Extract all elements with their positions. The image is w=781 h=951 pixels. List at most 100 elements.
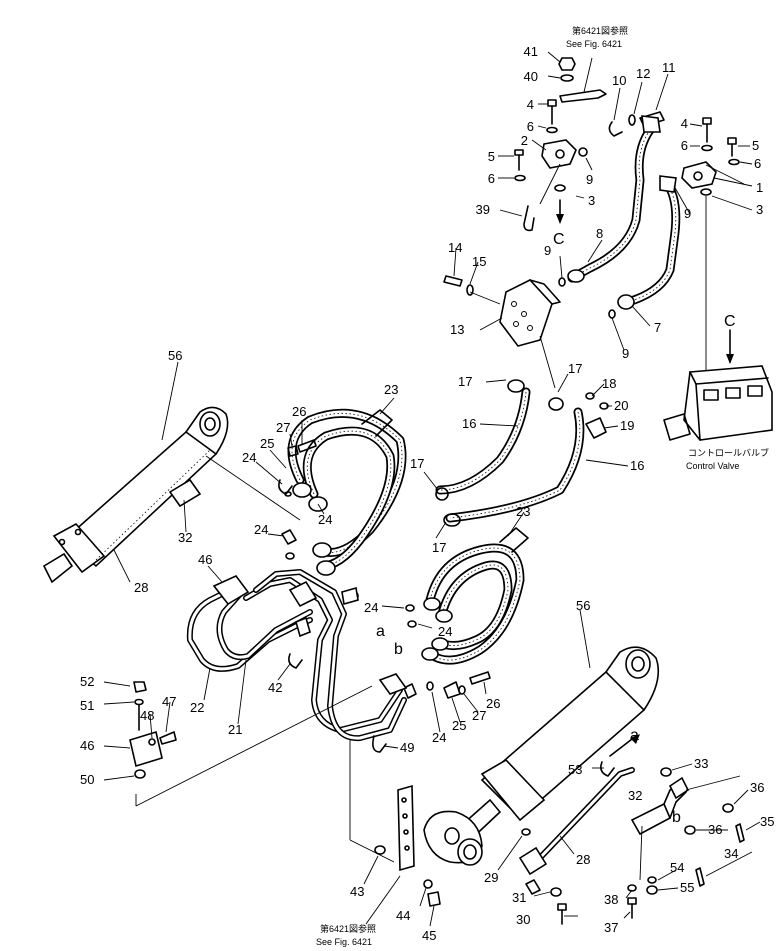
- callout-5b: 5: [752, 138, 759, 153]
- callout-49: 49: [400, 740, 414, 755]
- view-letter-b-left: b: [394, 641, 403, 658]
- callout-12: 12: [636, 66, 650, 81]
- callout-36b: 36: [708, 822, 722, 837]
- callout-leaders: [103, 51, 761, 927]
- callout-6c: 6: [681, 138, 688, 153]
- control-valve-label-jp: コントロールバルブ: [688, 447, 769, 458]
- callout-41: 41: [524, 44, 538, 59]
- callout-37: 37: [604, 920, 618, 935]
- fig-ref-bottom-jp: 第6421図参照: [320, 923, 376, 934]
- callout-24e: 24: [438, 624, 452, 639]
- callout-7: 7: [654, 320, 661, 335]
- callout-17: 17: [458, 374, 472, 389]
- callout-2: 2: [521, 133, 528, 148]
- view-letters: C C a b a b: [376, 231, 736, 826]
- callout-40: 40: [524, 69, 538, 84]
- callout-46b: 46: [80, 738, 94, 753]
- callout-6b: 6: [488, 171, 495, 186]
- callout-6: 6: [527, 119, 534, 134]
- fig-ref-leaders: [365, 57, 593, 925]
- callout-42: 42: [268, 680, 282, 695]
- callout-22: 22: [190, 700, 204, 715]
- callout-16: 16: [462, 416, 476, 431]
- callout-56: 56: [168, 348, 182, 363]
- callout-30: 30: [516, 912, 530, 927]
- callout-43: 43: [350, 884, 364, 899]
- callout-56b: 56: [576, 598, 590, 613]
- callout-9d: 9: [622, 346, 629, 361]
- callout-17b: 17: [568, 361, 582, 376]
- right-bracket-group: [627, 775, 745, 919]
- plate-43-group: [349, 740, 567, 925]
- hose-bundle-23-upper: [287, 408, 407, 576]
- right-flange-group: [681, 117, 745, 370]
- callout-46: 46: [198, 552, 212, 567]
- upper-fitting-group: [514, 57, 665, 232]
- callout-38: 38: [604, 892, 618, 907]
- callout-55: 55: [680, 880, 694, 895]
- callout-25: 25: [260, 436, 274, 451]
- callout-19: 19: [620, 418, 634, 433]
- view-letter-a-left: a: [376, 623, 385, 640]
- callout-26b: 26: [486, 696, 500, 711]
- callout-51: 51: [80, 698, 94, 713]
- callout-32: 32: [178, 530, 192, 545]
- view-letter-b-right: b: [672, 809, 681, 826]
- hose-bundle-23-lower: [421, 527, 529, 665]
- control-valve: [663, 329, 773, 441]
- callout-10: 10: [612, 73, 626, 88]
- fig-ref-top-jp: 第6421図参照: [572, 25, 628, 36]
- callout-17c: 17: [410, 456, 424, 471]
- cylinder-56-upper: [42, 406, 301, 584]
- manifold-block-13: [443, 275, 616, 389]
- hose-8: [567, 115, 661, 283]
- callout-9: 9: [586, 172, 593, 187]
- callout-35: 35: [760, 814, 774, 829]
- pipe-28-lower: [518, 761, 635, 876]
- callout-33: 33: [694, 756, 708, 771]
- callout-50: 50: [80, 772, 94, 787]
- callout-labels: 41 40 4 6 2 5 6 39 3 10 12 11 9 9 8 4 6 …: [80, 44, 774, 943]
- view-letter-a-right: a: [630, 727, 639, 744]
- callout-5: 5: [488, 149, 495, 164]
- callout-39: 39: [476, 202, 490, 217]
- callout-52: 52: [80, 674, 94, 689]
- callout-9c: 9: [684, 206, 691, 221]
- callout-34: 34: [724, 846, 738, 861]
- steel-pipes-21-22: [186, 569, 408, 753]
- view-letter-c-upper: C: [553, 231, 565, 248]
- callout-26: 26: [292, 404, 306, 419]
- callout-28b: 28: [576, 852, 590, 867]
- callout-24b: 24: [318, 512, 332, 527]
- callout-23b: 23: [516, 504, 530, 519]
- callout-13: 13: [450, 322, 464, 337]
- control-valve-label-en: Control Valve: [686, 461, 739, 471]
- view-letter-c-valve: C: [724, 313, 736, 330]
- callout-48: 48: [140, 708, 154, 723]
- callout-1: 1: [756, 180, 763, 195]
- callout-29: 29: [484, 870, 498, 885]
- callout-54: 54: [670, 860, 684, 875]
- callout-8: 8: [596, 226, 603, 241]
- callout-24f: 24: [432, 730, 446, 745]
- hoses-16: [435, 379, 609, 527]
- callout-24c: 24: [254, 522, 268, 537]
- figure-notes: 第6421図参照 See Fig. 6421 第6421図参照 See Fig.…: [316, 25, 769, 947]
- callout-4: 4: [527, 97, 534, 112]
- callout-32b: 32: [628, 788, 642, 803]
- clamp-group-left: [129, 681, 373, 807]
- callout-6d: 6: [754, 156, 761, 171]
- callout-25b: 25: [452, 718, 466, 733]
- callout-20: 20: [614, 398, 628, 413]
- callout-28: 28: [134, 580, 148, 595]
- cylinder-56-lower: [423, 646, 672, 866]
- callout-45: 45: [422, 928, 436, 943]
- callout-9b: 9: [544, 243, 551, 258]
- callout-18: 18: [602, 376, 616, 391]
- callout-3: 3: [588, 193, 595, 208]
- callout-16b: 16: [630, 458, 644, 473]
- callout-31: 31: [512, 890, 526, 905]
- callout-53: 53: [568, 762, 582, 777]
